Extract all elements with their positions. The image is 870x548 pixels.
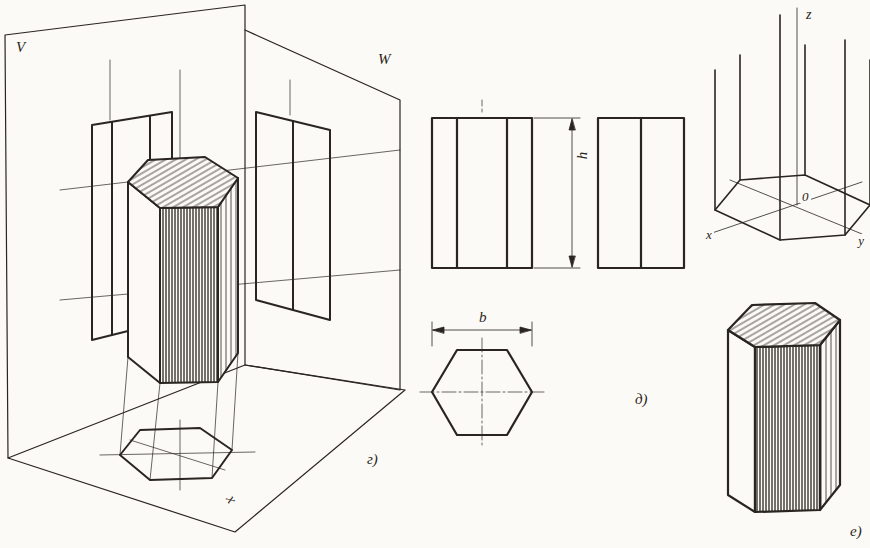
dimension-label: h [575, 150, 590, 162]
plane-label: V [14, 40, 27, 55]
isometric-prism [728, 303, 840, 512]
axis-label: y [856, 234, 866, 247]
plane-label: W [376, 52, 393, 67]
horizontal-projection [120, 428, 232, 480]
figure-label: д) [633, 392, 650, 407]
axis-label: x [704, 228, 714, 241]
projection-planes [5, 5, 405, 532]
origin-label: 0 [800, 190, 811, 203]
figure-label: г) [365, 452, 380, 467]
isometric-axes [712, 8, 862, 234]
isometric-construction [715, 15, 870, 240]
dimension-label: b [477, 310, 489, 325]
figure-label: е) [848, 524, 864, 539]
orthographic-views [432, 118, 684, 435]
axis-label: x [222, 491, 240, 508]
center-lines [420, 100, 545, 448]
axis-label: z [804, 8, 813, 22]
hexagonal-prism [128, 157, 238, 383]
dimension-lines [432, 118, 580, 346]
construction-lines [60, 60, 400, 490]
profile-projection [256, 112, 330, 320]
